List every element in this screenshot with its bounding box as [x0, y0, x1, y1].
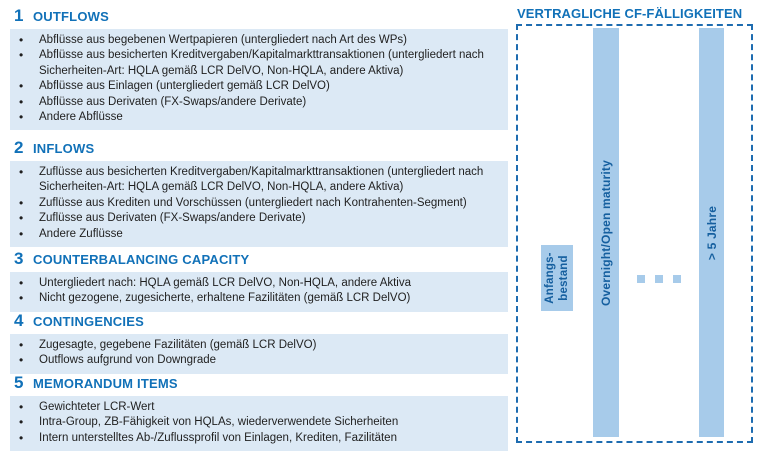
section-number: 5: [14, 373, 24, 392]
bullet-text: Zugesagte, gegebene Fazilitäten (gemäß L…: [39, 339, 317, 351]
section-memorandum-items: 5 MEMORANDUM ITEMS • Gewichteter LCR-Wer…: [10, 373, 508, 452]
bullet-block: • Untergliedert nach: HQLA gemäß LCR Del…: [10, 272, 508, 312]
bullet-marker: •: [19, 211, 24, 226]
bullet-text: Zuflüsse aus besicherten Kreditvergaben/…: [39, 166, 484, 194]
column-overnight-label: Overnight/Open maturity: [599, 159, 613, 306]
bullet-text: Gewichteter LCR-Wert: [39, 401, 155, 413]
bullet-marker: •: [19, 48, 24, 63]
bullet-text: Zuflüsse aus Krediten und Vorschüssen (u…: [39, 196, 467, 209]
section-header: 2 INFLOWS: [10, 138, 508, 159]
bullet-item: • Abflüsse aus Derivaten (FX-Swaps/ander…: [16, 95, 500, 110]
section-header: 1 OUTFLOWS: [10, 6, 508, 27]
bullet-item: • Zugesagte, gegebene Fazilitäten (gemäß…: [16, 338, 500, 353]
bullet-marker: •: [19, 353, 24, 368]
section-header: 3 COUNTERBALANCING CAPACITY: [10, 249, 508, 270]
section-title: OUTFLOWS: [33, 9, 109, 24]
bullet-text: Abflüsse aus Derivaten (FX-Swaps/andere …: [39, 95, 307, 108]
column-over-5-years-label: > 5 Jahre: [704, 205, 719, 260]
bullet-item: • Zuflüsse aus Krediten und Vorschüssen …: [16, 196, 500, 211]
section-contingencies: 4 CONTINGENCIES • Zugesagte, gegebene Fa…: [10, 311, 508, 374]
bullet-item: • Zuflüsse aus Derivaten (FX-Swaps/ander…: [16, 211, 500, 226]
bullet-item: • Zuflüsse aus besicherten Kreditvergabe…: [16, 165, 500, 196]
bullet-text: Andere Abflüsse: [39, 111, 123, 124]
bullet-text: Outflows aufgrund von Downgrade: [39, 354, 217, 367]
bullet-marker: •: [19, 79, 24, 94]
bullet-item: • Abflüsse aus begebenen Wertpapieren (u…: [16, 33, 500, 48]
bullet-marker: •: [19, 430, 24, 445]
bullet-text: Andere Zuflüsse: [39, 227, 123, 240]
bullet-marker: •: [19, 195, 24, 210]
bullet-block: • Abflüsse aus begebenen Wertpapieren (u…: [10, 29, 508, 131]
bullet-item: • Abflüsse aus Einlagen (untergliedert g…: [16, 79, 500, 94]
bullet-marker: •: [19, 415, 24, 430]
section-title: COUNTERBALANCING CAPACITY: [33, 252, 250, 267]
ellipsis-dot: [637, 275, 645, 283]
section-inflows: 2 INFLOWS • Zuflüsse aus besicherten Kre…: [10, 138, 508, 248]
section-outflows: 1 OUTFLOWS • Abflüsse aus begebenen Wert…: [10, 6, 508, 131]
bullet-text: Abflüsse aus begebenen Wertpapieren (unt…: [39, 34, 407, 46]
bullet-item: • Abflüsse aus besicherten Kreditvergabe…: [16, 48, 500, 79]
section-title: CONTINGENCIES: [33, 314, 144, 329]
section-number: 4: [14, 311, 24, 330]
bullet-marker: •: [19, 110, 24, 125]
bullet-block: • Zugesagte, gegebene Fazilitäten (gemäß…: [10, 334, 508, 374]
bullet-item: • Nicht gezogene, zugesicherte, erhalten…: [16, 291, 500, 306]
bullet-text: Untergliedert nach: HQLA gemäß LCR DelVO…: [39, 277, 412, 289]
column-opening-balance: Anfangs- bestand: [541, 245, 573, 311]
section-counterbalancing-capacity: 3 COUNTERBALANCING CAPACITY • Unterglied…: [10, 249, 508, 312]
column-over-5-years: > 5 Jahre: [699, 28, 724, 437]
ellipsis-dot: [655, 275, 663, 283]
section-header: 5 MEMORANDUM ITEMS: [10, 373, 508, 394]
bullet-marker: •: [19, 291, 24, 306]
section-number: 2: [14, 138, 24, 157]
bullet-marker: •: [19, 338, 24, 352]
bullet-item: • Intra-Group, ZB-Fähigkeit von HQLAs, w…: [16, 415, 500, 430]
bullet-item: • Outflows aufgrund von Downgrade: [16, 353, 500, 368]
column-opening-balance-label: Anfangs- bestand: [544, 252, 570, 304]
bullet-item: • Gewichteter LCR-Wert: [16, 400, 500, 415]
bullet-block: • Gewichteter LCR-Wert • Intra-Group, ZB…: [10, 396, 508, 452]
bullet-item: • Untergliedert nach: HQLA gemäß LCR Del…: [16, 276, 500, 291]
bullet-item: • Andere Zuflüsse: [16, 227, 500, 242]
section-header: 4 CONTINGENCIES: [10, 311, 508, 332]
bullet-marker: •: [19, 165, 24, 179]
section-number: 1: [14, 6, 24, 25]
bullet-marker: •: [19, 400, 24, 414]
bullet-marker: •: [19, 94, 24, 109]
bullet-marker: •: [19, 33, 24, 47]
maturity-ladder-box: Anfangs- bestand Overnight/Open maturity…: [516, 24, 753, 443]
bullet-text: Abflüsse aus Einlagen (untergliedert gem…: [39, 80, 330, 93]
bullet-item: • Andere Abflüsse: [16, 110, 500, 125]
section-number: 3: [14, 249, 24, 268]
bullet-text: Nicht gezogene, zugesicherte, erhaltene …: [39, 292, 411, 305]
section-title: INFLOWS: [33, 141, 95, 156]
ellipsis-dots-icon: [637, 275, 681, 283]
maturity-panel-title: VERTRAGLICHE CF-FÄLLIGKEITEN: [517, 6, 743, 21]
bullet-marker: •: [19, 226, 24, 241]
column-overnight-open-maturity: Overnight/Open maturity: [593, 28, 619, 437]
bullet-block: • Zuflüsse aus besicherten Kreditvergabe…: [10, 161, 508, 248]
section-title: MEMORANDUM ITEMS: [33, 376, 178, 391]
ellipsis-dot: [673, 275, 681, 283]
bullet-text: Intra-Group, ZB-Fähigkeit von HQLAs, wie…: [39, 416, 399, 429]
bullet-text: Abflüsse aus besicherten Kreditvergaben/…: [39, 49, 484, 77]
bullet-item: • Intern unterstelltes Ab-/Zuflussprofil…: [16, 431, 500, 446]
bullet-text: Intern unterstelltes Ab-/Zuflussprofil v…: [39, 431, 397, 444]
bullet-text: Zuflüsse aus Derivaten (FX-Swaps/andere …: [39, 212, 306, 225]
bullet-marker: •: [19, 276, 24, 290]
